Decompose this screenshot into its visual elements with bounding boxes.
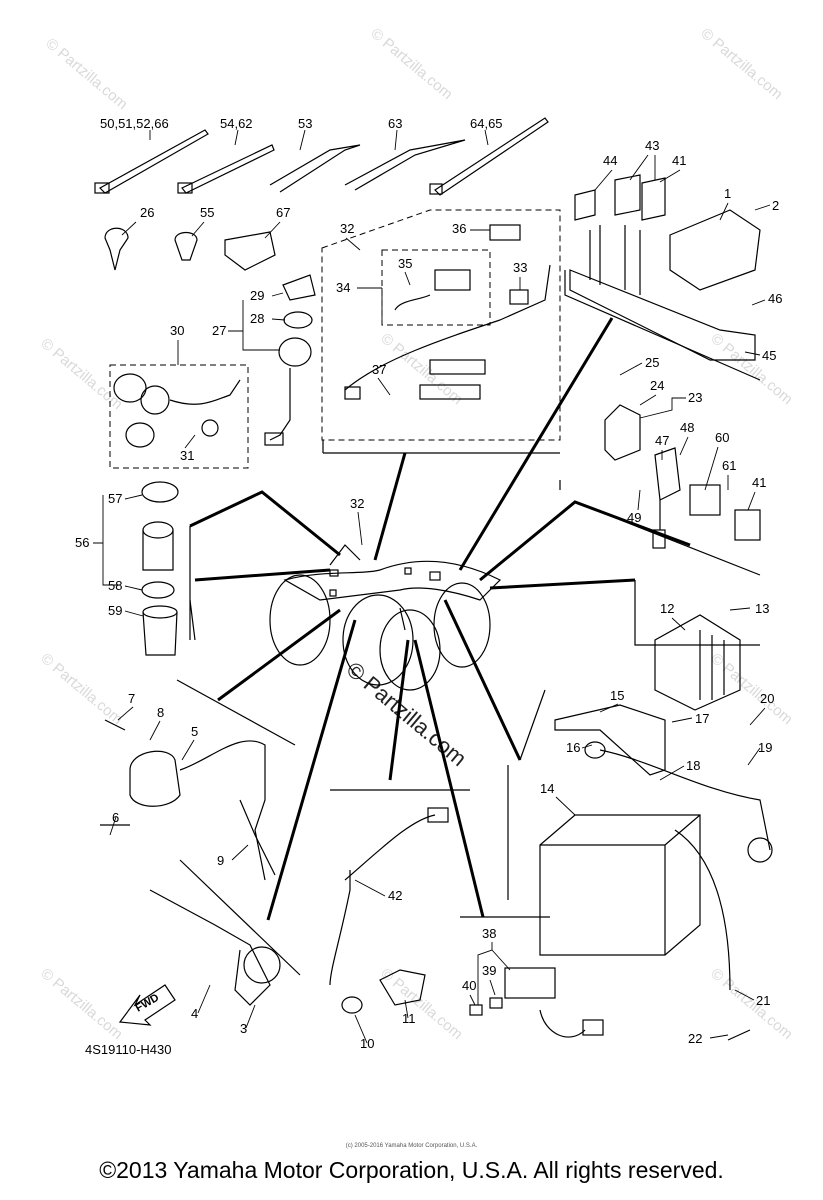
callout-59: 59	[108, 603, 122, 618]
callout-24: 24	[650, 378, 664, 393]
callout-48: 48	[680, 420, 694, 435]
callout-22: 22	[688, 1031, 702, 1046]
ecu-assembly	[569, 174, 761, 361]
relay-group	[604, 404, 761, 549]
callout-16: 16	[566, 740, 580, 755]
callout-60: 60	[715, 430, 729, 445]
watermark: © Partzilla.com	[707, 965, 795, 1043]
callout-11: 11	[402, 1011, 416, 1026]
watermark-center: © Partzilla.com	[342, 657, 472, 771]
callout-63: 63	[388, 116, 402, 131]
callout-28: 28	[250, 311, 264, 326]
callout-32: 32	[340, 221, 354, 236]
callout-36: 36	[452, 221, 466, 236]
callout-40: 40	[462, 978, 476, 993]
callout-41-b: 41	[752, 475, 766, 490]
callout-labels: 50,51,52,66 54,62 53 63 64,65 44 43 41 1…	[75, 116, 782, 1051]
callout-21: 21	[756, 993, 770, 1008]
callout-31: 31	[180, 448, 194, 463]
group-leaders	[189, 317, 691, 921]
callout-23: 23	[688, 390, 702, 405]
callout-45: 45	[762, 348, 776, 363]
callout-54-62: 54,62	[220, 116, 253, 131]
callout-18: 18	[686, 758, 700, 773]
callout-10: 10	[360, 1036, 374, 1051]
callout-39: 39	[482, 963, 496, 978]
callout-8: 8	[157, 705, 164, 720]
watermark: © Partzilla.com	[697, 25, 785, 103]
watermark: © Partzilla.com	[707, 330, 795, 408]
power-outlet	[141, 481, 179, 656]
callout-61: 61	[722, 458, 736, 473]
diagram-code: 4S19110-H430	[85, 1042, 172, 1057]
callout-29: 29	[250, 288, 264, 303]
ignition-coil	[100, 719, 276, 881]
callout-64-65: 64,65	[470, 116, 503, 131]
watermark: © Partzilla.com	[377, 965, 465, 1043]
callout-35: 35	[398, 256, 412, 271]
copyright-notice: ©2013 Yamaha Motor Corporation, U.S.A. A…	[99, 1157, 724, 1183]
group-frames	[176, 270, 761, 976]
callout-50-51-52-66: 50,51,52,66	[100, 116, 169, 131]
callout-27: 27	[212, 323, 226, 338]
callout-43: 43	[645, 138, 659, 153]
callout-67: 67	[276, 205, 290, 220]
callout-4: 4	[191, 1006, 198, 1021]
watermark: © Partzilla.com	[37, 335, 125, 413]
callout-13: 13	[755, 601, 769, 616]
main-switch	[264, 274, 316, 446]
callout-leaders	[93, 129, 771, 1044]
callout-17: 17	[695, 711, 709, 726]
lower-sensors	[149, 807, 604, 1038]
fwd-arrow: FWD	[118, 984, 176, 1026]
callout-44: 44	[603, 153, 617, 168]
callout-15: 15	[610, 688, 624, 703]
watermark: © Partzilla.com	[377, 330, 465, 408]
callout-34: 34	[336, 280, 350, 295]
callout-47: 47	[655, 433, 669, 448]
fwd-label: FWD	[134, 992, 162, 1015]
watermark: © Partzilla.com	[37, 650, 125, 728]
callout-19: 19	[758, 740, 772, 755]
callout-57: 57	[108, 491, 122, 506]
callout-58: 58	[108, 578, 122, 593]
callout-20: 20	[760, 691, 774, 706]
callout-3: 3	[240, 1021, 247, 1036]
vehicle-outline	[269, 544, 502, 691]
callout-38: 38	[482, 926, 496, 941]
watermark: © Partzilla.com	[37, 965, 125, 1043]
callout-12: 12	[660, 601, 674, 616]
small-credit: (c) 2005-2016 Yamaha Motor Corporation, …	[345, 1143, 478, 1149]
callout-5: 5	[191, 724, 198, 739]
callout-53: 53	[298, 116, 312, 131]
callout-33: 33	[513, 260, 527, 275]
callout-41: 41	[672, 153, 686, 168]
callout-14: 14	[540, 781, 554, 796]
callout-1: 1	[724, 186, 731, 201]
headlight-harness	[113, 373, 241, 448]
callout-46: 46	[768, 291, 782, 306]
callout-30: 30	[170, 323, 184, 338]
watermark: © Partzilla.com	[42, 35, 130, 113]
rectifier	[654, 614, 741, 711]
cable-ties	[94, 117, 549, 271]
callout-32-b: 32	[350, 496, 364, 511]
watermark: © Partzilla.com	[367, 25, 455, 103]
callout-7: 7	[128, 691, 135, 706]
callout-42: 42	[388, 888, 402, 903]
callout-56: 56	[75, 535, 89, 550]
callout-2: 2	[772, 198, 779, 213]
callout-25: 25	[645, 355, 659, 370]
callout-26: 26	[140, 205, 154, 220]
callout-9: 9	[217, 853, 224, 868]
callout-37: 37	[372, 362, 386, 377]
callout-49: 49	[627, 510, 641, 525]
watermark: © Partzilla.com	[707, 650, 795, 728]
callout-55: 55	[200, 205, 214, 220]
wire-harness	[344, 224, 551, 400]
